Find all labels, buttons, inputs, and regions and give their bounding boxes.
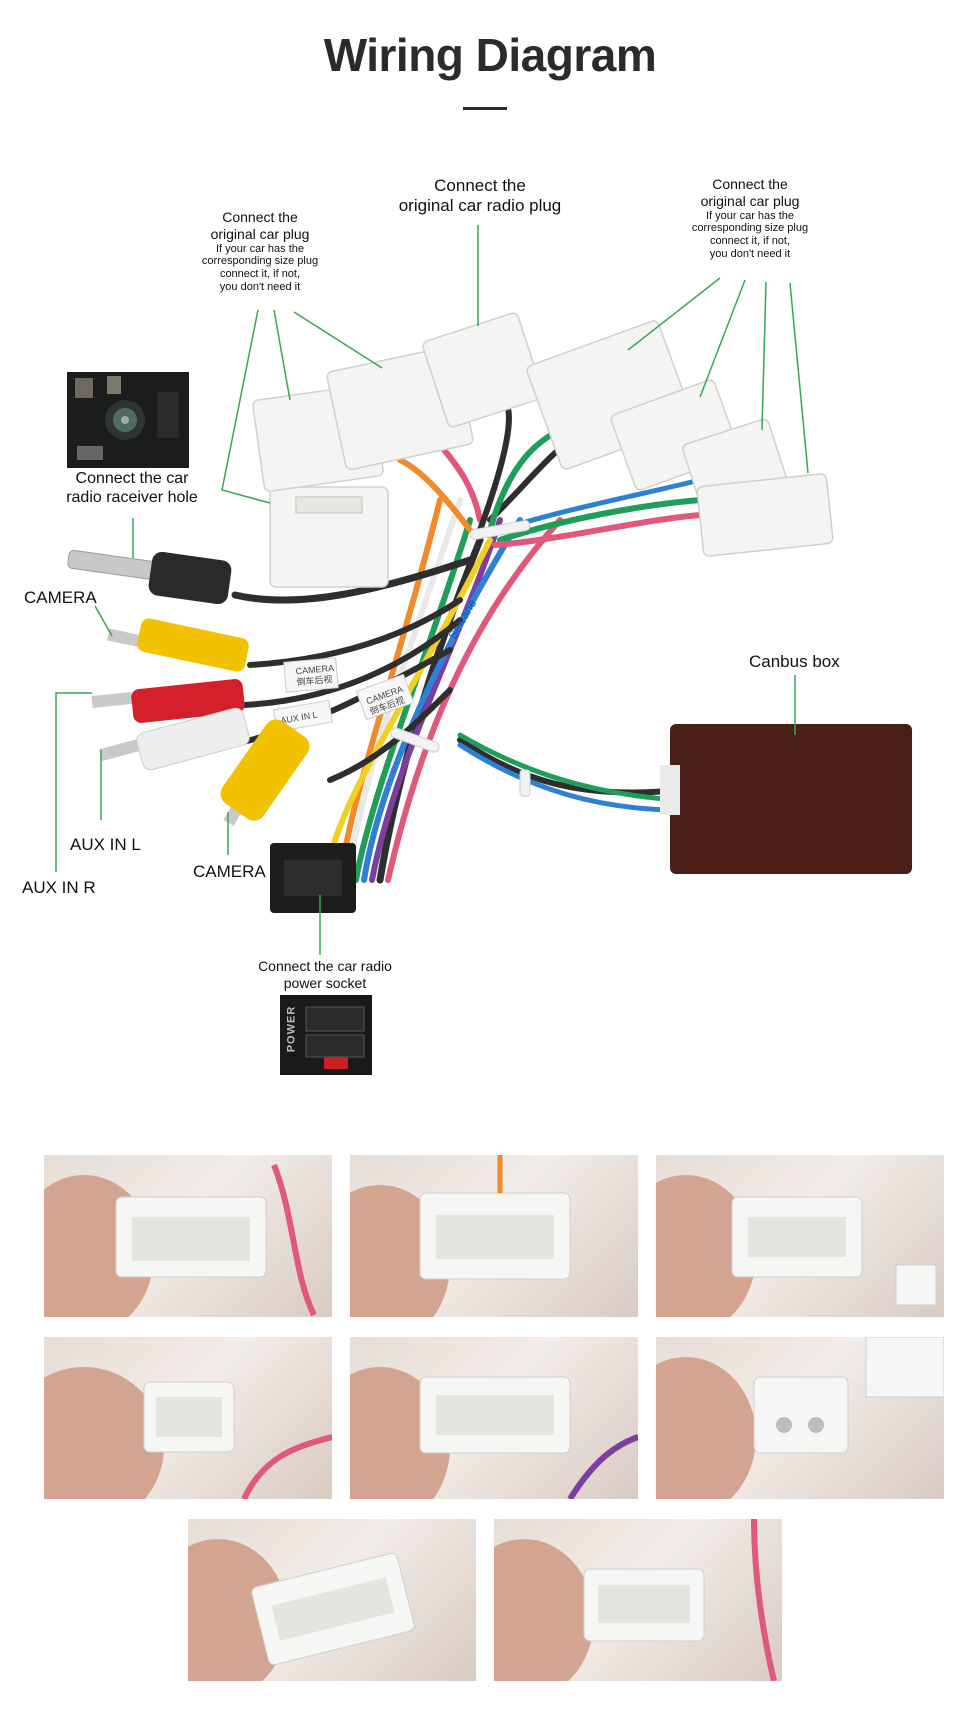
connector-photo-6 bbox=[656, 1337, 944, 1499]
label-camera-top: CAMERA bbox=[24, 588, 97, 607]
title-underline bbox=[463, 107, 507, 110]
label-left-original-plug: Connect the original car plug If your ca… bbox=[201, 209, 319, 293]
rca-aux-white bbox=[99, 707, 250, 771]
rca-camera-yellow bbox=[107, 618, 249, 672]
label-center-radio-plug: Connect the original car radio plug bbox=[398, 176, 562, 216]
connector-photo-4 bbox=[44, 1337, 332, 1499]
canbus-box bbox=[660, 724, 912, 874]
connector-photo-2 bbox=[350, 1155, 638, 1317]
connector-photo-3 bbox=[656, 1155, 944, 1317]
label-receiver-hole: Connect the car radio raceiver hole bbox=[66, 470, 198, 507]
power-connector bbox=[270, 843, 356, 913]
antenna-plug bbox=[67, 549, 232, 605]
label-aux-in-r: AUX IN R bbox=[22, 878, 96, 897]
page-title: Wiring Diagram bbox=[323, 29, 657, 81]
wiring-diagram: CAMERA倒车后视 AUX IN L CAMERA倒车后视 Seicane bbox=[55, 225, 912, 955]
label-right-original-plug: Connect the original car plug If your ca… bbox=[691, 176, 809, 260]
label-power-socket: Connect the car radio power socket bbox=[258, 958, 392, 991]
connector-right-d bbox=[696, 473, 834, 557]
rca-aux-red bbox=[91, 679, 245, 723]
connector-photo-7 bbox=[188, 1519, 476, 1681]
label-canbus-box: Canbus box bbox=[749, 652, 840, 671]
connector-photo-8 bbox=[494, 1519, 782, 1681]
label-aux-in-l: AUX IN L bbox=[70, 835, 141, 854]
power-socket-photo: POWER bbox=[280, 995, 372, 1075]
connector-center bbox=[422, 312, 544, 428]
leader-lines bbox=[55, 225, 809, 955]
top-connectors bbox=[252, 312, 834, 588]
label-camera-bottom: CAMERA bbox=[193, 862, 266, 881]
rca-camera-yellow-2 bbox=[220, 719, 310, 826]
connector-photo-5 bbox=[350, 1337, 638, 1499]
receiver-hole-photo bbox=[67, 372, 189, 468]
zip-ties bbox=[390, 520, 531, 797]
connector-left-low bbox=[269, 486, 389, 588]
rca-plugs bbox=[91, 618, 310, 826]
cable-tag-camera-1: CAMERA倒车后视 bbox=[295, 663, 335, 687]
cable-tags: CAMERA倒车后视 AUX IN L CAMERA倒车后视 Seicane bbox=[272, 597, 479, 733]
connector-photo-1 bbox=[44, 1155, 332, 1317]
